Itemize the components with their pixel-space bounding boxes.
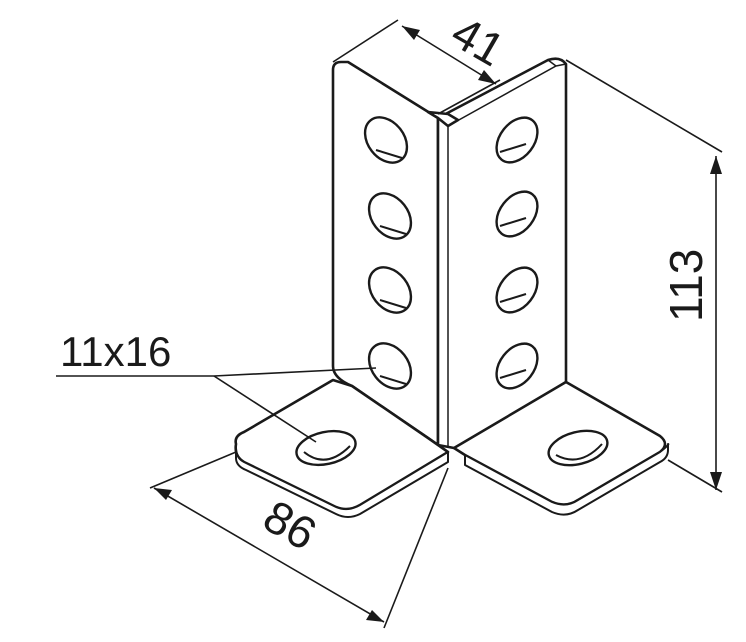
slot-hole-left-1 — [363, 116, 409, 164]
slot-hole-left-3 — [367, 266, 413, 314]
hole-size-label: 11x16 — [60, 328, 171, 375]
left-plate-holes — [363, 116, 413, 390]
slot-hole-right-4 — [495, 342, 539, 390]
slot-hole-right-1 — [495, 116, 539, 164]
dimension-113-label: 113 — [660, 249, 712, 322]
foot-hole-right — [547, 429, 609, 467]
hole-size-callout: 11x16 — [56, 328, 377, 443]
left-base-foot — [234, 378, 450, 518]
slot-hole-left-2 — [367, 192, 413, 240]
slot-hole-left-4 — [367, 342, 413, 390]
slot-hole-right-2 — [495, 190, 539, 238]
slot-hole-right-3 — [495, 266, 539, 314]
right-plate-holes — [495, 116, 539, 390]
right-base-foot — [452, 380, 670, 516]
dimension-height: 113 — [565, 59, 723, 493]
dimension-41-label: 41 — [443, 6, 513, 77]
top-corner — [426, 110, 460, 128]
right-vertical-plate — [436, 57, 568, 450]
